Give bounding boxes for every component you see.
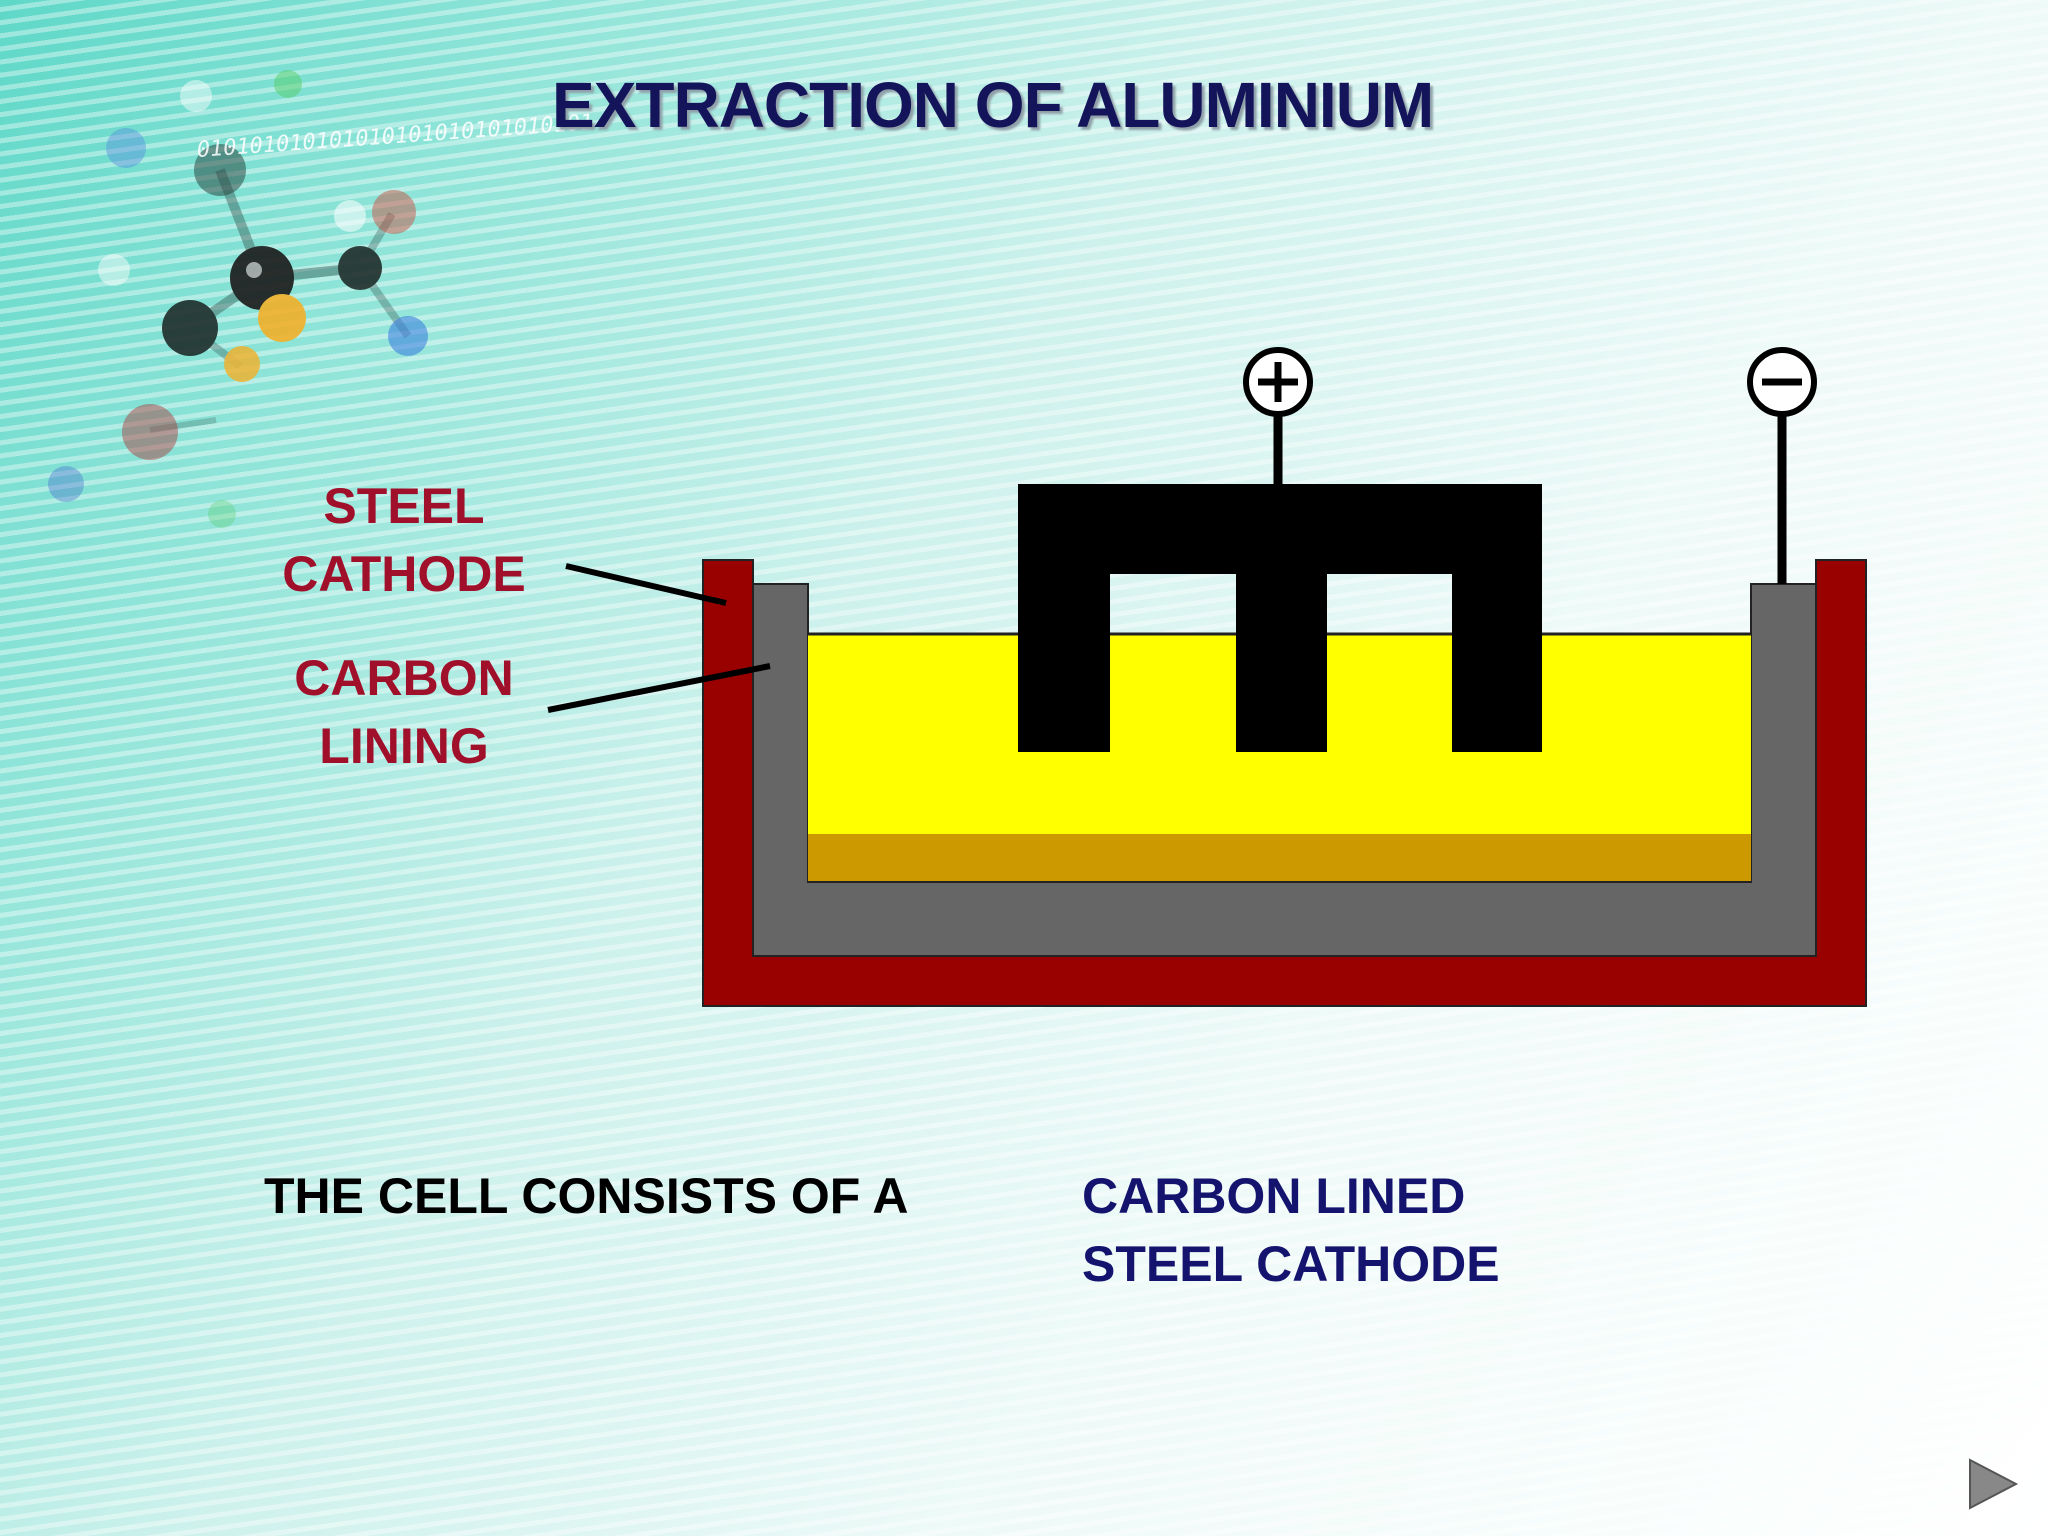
- carbon-lining-label: CARBON LINING: [244, 644, 564, 780]
- carbon-lining-pointer: [547, 663, 771, 713]
- steel-cathode-label-line2: CATHODE: [282, 546, 526, 602]
- caption-highlight-line1: CARBON LINED: [1082, 1168, 1466, 1224]
- caption-highlight-line2: STEEL CATHODE: [1082, 1236, 1500, 1292]
- slide-title: EXTRACTION OF ALUMINIUM: [552, 69, 1434, 141]
- caption-highlight: CARBON LINED STEEL CATHODE: [1082, 1162, 1500, 1298]
- molten-aluminium-layer: [808, 834, 1751, 882]
- carbon-anode: [1018, 484, 1542, 752]
- molecule-icon: [48, 70, 428, 528]
- steel-cathode-pointer: [565, 563, 727, 606]
- play-triangle-icon: [1969, 1458, 2019, 1510]
- steel-cathode-label-line1: STEEL: [323, 478, 485, 534]
- carbon-lining-label-line2: LINING: [319, 718, 489, 774]
- caption-prefix: THE CELL CONSISTS OF A: [264, 1168, 909, 1224]
- next-slide-button[interactable]: [1962, 1454, 2022, 1514]
- steel-cathode-label: STEEL CATHODE: [244, 472, 564, 608]
- carbon-lining-label-line1: CARBON: [294, 650, 514, 706]
